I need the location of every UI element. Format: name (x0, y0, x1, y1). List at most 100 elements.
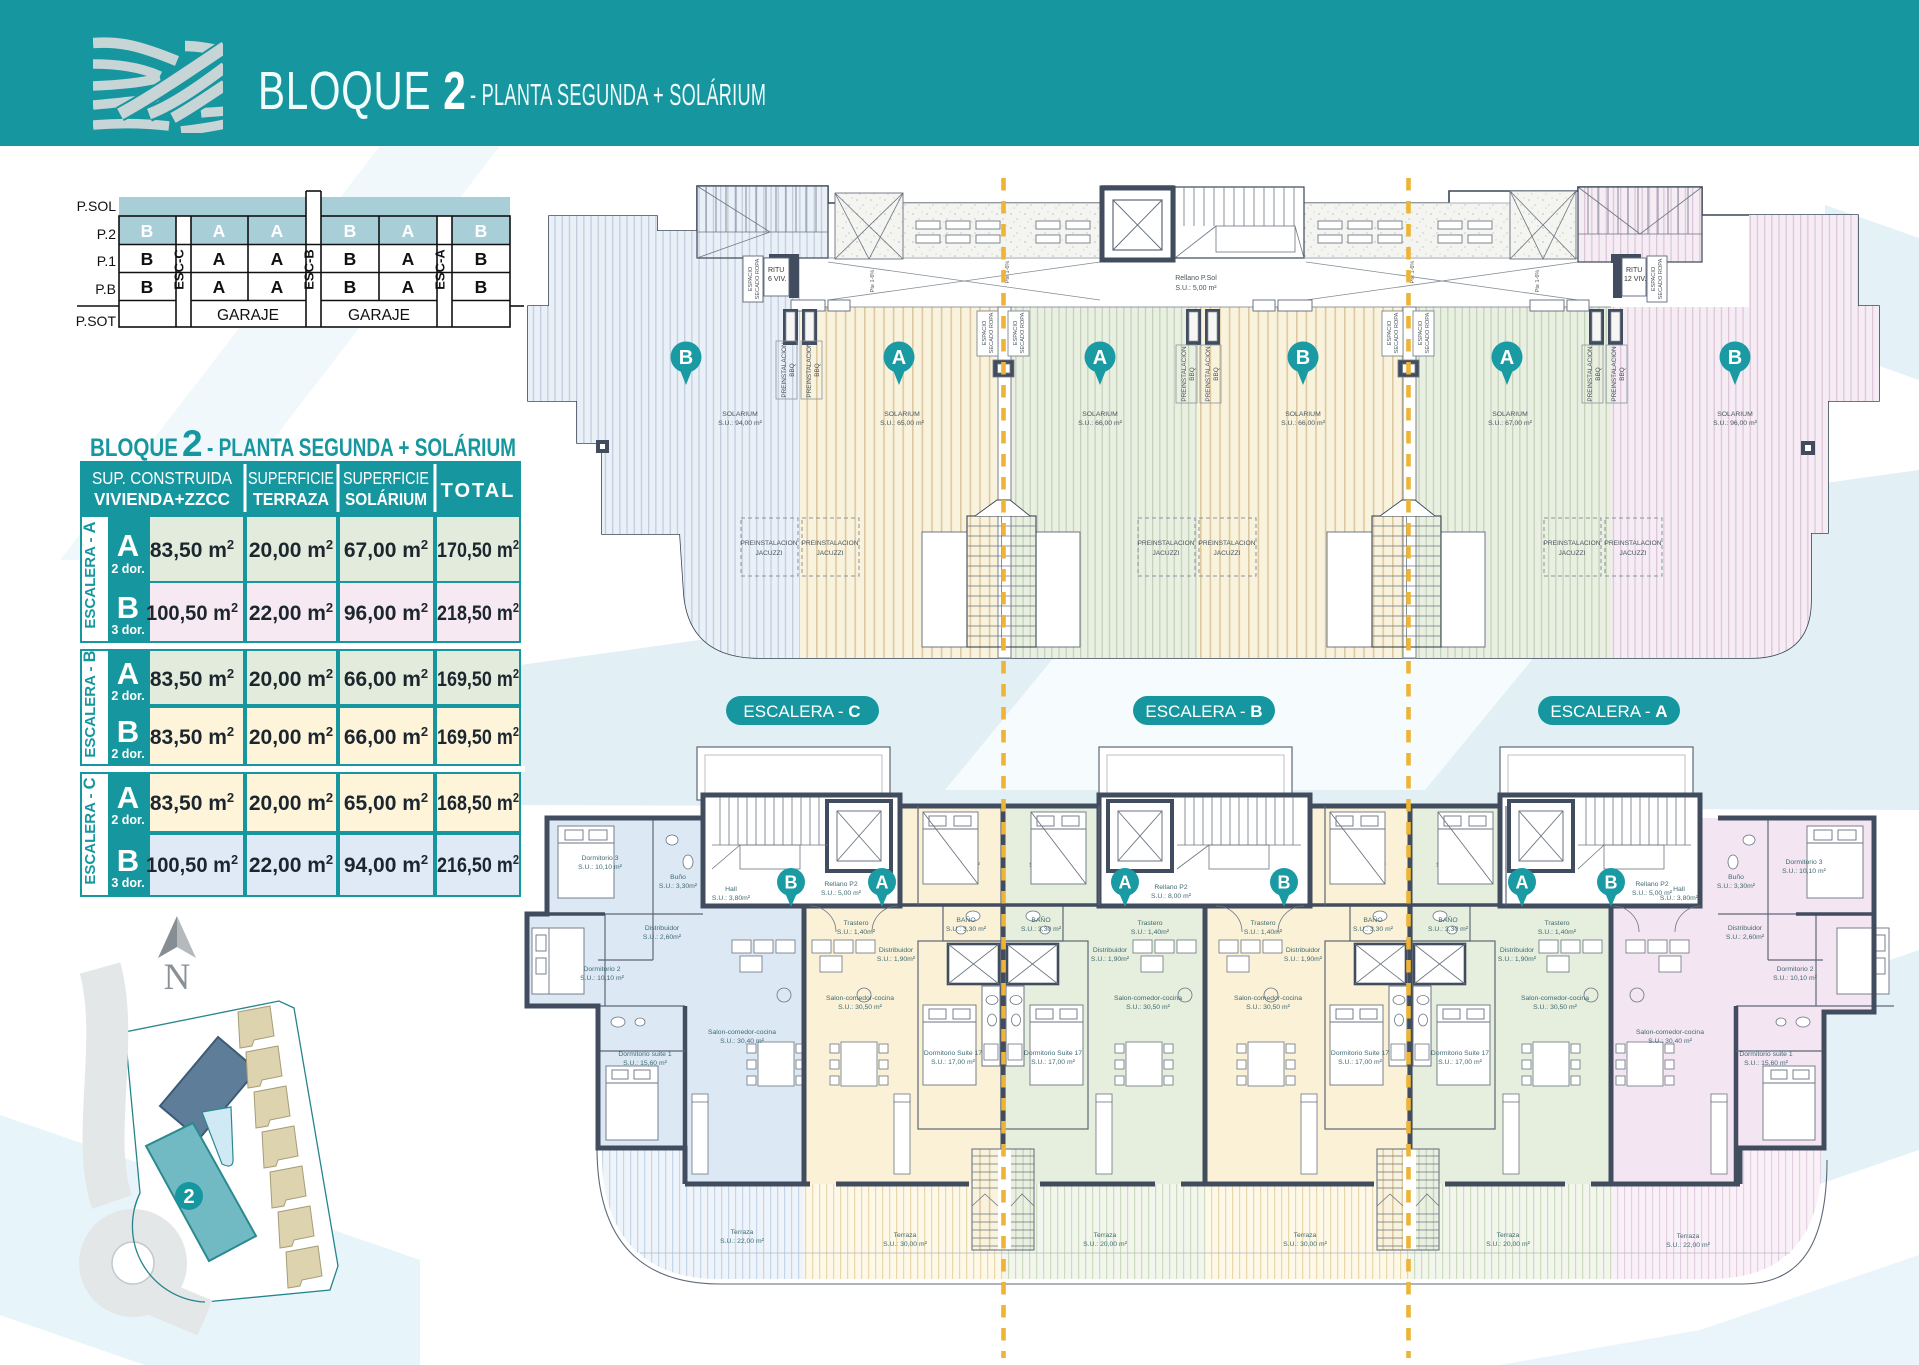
svg-text:2 dor.: 2 dor. (111, 813, 144, 827)
svg-text:Trastero: Trastero (1137, 920, 1162, 927)
svg-text:S.U.: 10,10 m²: S.U.: 10,10 m² (1782, 868, 1827, 875)
svg-text:A: A (117, 780, 139, 815)
svg-text:96,00 m2: 96,00 m2 (344, 600, 428, 625)
svg-text:PREINSTALACION: PREINSTALACION (1205, 346, 1212, 402)
svg-text:Buño: Buño (670, 874, 686, 881)
svg-text:S.U.: 1,40m²: S.U.: 1,40m² (1538, 929, 1577, 936)
svg-text:A: A (892, 347, 906, 369)
svg-text:Terraza: Terraza (1497, 1232, 1520, 1239)
svg-text:Terraza: Terraza (731, 1229, 754, 1236)
svg-text:66,00 m2: 66,00 m2 (344, 724, 428, 749)
svg-text:S.U.: 5,00 m²: S.U.: 5,00 m² (1632, 890, 1673, 897)
svg-text:ESPACIO: ESPACIO (1013, 320, 1019, 345)
svg-text:RITU: RITU (768, 267, 784, 274)
svg-text:ESCALERA - C: ESCALERA - C (743, 702, 860, 721)
svg-text:B: B (475, 221, 488, 241)
svg-text:SOLARIUM: SOLARIUM (1082, 411, 1118, 418)
svg-text:S.U.: 3,30 m²: S.U.: 3,30 m² (1353, 926, 1394, 933)
svg-text:S.U.: 15,60 m²: S.U.: 15,60 m² (1744, 1060, 1789, 1067)
svg-text:Buño: Buño (1728, 874, 1744, 881)
svg-text:JACUZZI: JACUZZI (1558, 550, 1585, 557)
svg-text:N: N (164, 957, 191, 998)
svg-text:20,00 m2: 20,00 m2 (249, 724, 333, 749)
svg-text:BBQ: BBQ (814, 363, 821, 377)
svg-text:TERRAZA: TERRAZA (253, 489, 329, 509)
svg-text:PREINSTALACION: PREINSTALACION (1137, 540, 1194, 547)
svg-text:Salon-comedor-cocina: Salon-comedor-cocina (1234, 995, 1302, 1002)
svg-text:Distribuidor: Distribuidor (645, 925, 680, 932)
svg-text:Pte 1-6%: Pte 1-6% (1410, 261, 1416, 284)
svg-text:A: A (402, 249, 415, 269)
svg-text:Distribuidor: Distribuidor (1728, 925, 1763, 932)
svg-text:SECADO ROPA: SECADO ROPA (1394, 312, 1400, 353)
svg-text:6 VIV.: 6 VIV. (768, 276, 786, 283)
svg-text:A: A (1516, 873, 1529, 893)
svg-text:A: A (1500, 347, 1514, 369)
svg-text:B: B (475, 249, 488, 269)
svg-text:S.U.: 1,40m²: S.U.: 1,40m² (1244, 929, 1283, 936)
svg-text:S.U.: 30,00 m²: S.U.: 30,00 m² (883, 1241, 928, 1248)
svg-text:PREINSTALACION: PREINSTALACION (781, 342, 788, 398)
svg-text:S.U.: 1,90m²: S.U.: 1,90m² (1091, 956, 1130, 963)
svg-text:Rellano P.Sol: Rellano P.Sol (1175, 275, 1217, 282)
svg-text:VIVIENDA+ZZCC: VIVIENDA+ZZCC (94, 489, 230, 509)
svg-text:2 dor.: 2 dor. (111, 747, 144, 761)
svg-text:20,00 m2: 20,00 m2 (249, 537, 333, 562)
svg-text:S.U.: 30,40 m²: S.U.: 30,40 m² (720, 1038, 765, 1045)
svg-text:S.U.: 22,00 m²: S.U.: 22,00 m² (720, 1238, 765, 1245)
svg-text:94,00 m2: 94,00 m2 (344, 852, 428, 877)
svg-text:GARAJE: GARAJE (217, 307, 279, 324)
svg-text:Dormitorio 3: Dormitorio 3 (1785, 859, 1822, 866)
svg-text:- PLANTA SEGUNDA + SOLÁRIUM: - PLANTA SEGUNDA + SOLÁRIUM (207, 433, 516, 462)
svg-text:Pte 1-6%: Pte 1-6% (1005, 261, 1011, 284)
svg-text:S.U.: 30,00 m²: S.U.: 30,00 m² (1283, 1241, 1328, 1248)
svg-text:A: A (117, 656, 139, 691)
svg-text:Dormitorio 2: Dormitorio 2 (583, 966, 620, 973)
svg-text:BBQ: BBQ (1189, 367, 1196, 381)
svg-text:S.U.: 8,00 m²: S.U.: 8,00 m² (1151, 893, 1192, 900)
svg-text:Rellano P2: Rellano P2 (1154, 884, 1187, 891)
svg-text:S.U.: 1,40m²: S.U.: 1,40m² (1131, 929, 1170, 936)
svg-text:Dormitorio 3: Dormitorio 3 (581, 855, 618, 862)
svg-text:Pte 1-6%: Pte 1-6% (1535, 270, 1541, 293)
svg-text:ESCALERA - A: ESCALERA - A (1550, 702, 1667, 721)
svg-text:S.U.: 2,60m²: S.U.: 2,60m² (1726, 934, 1765, 941)
svg-text:Dormitorio Suite 17: Dormitorio Suite 17 (1331, 1050, 1389, 1057)
svg-text:SUPERFICIE: SUPERFICIE (248, 468, 334, 488)
svg-text:S.U.: 3,30 m²: S.U.: 3,30 m² (946, 926, 987, 933)
svg-text:170,50 m2: 170,50 m2 (437, 537, 519, 562)
svg-text:Dormitorio Suite 17: Dormitorio Suite 17 (1431, 1050, 1489, 1057)
svg-text:RITU: RITU (1626, 267, 1642, 274)
svg-text:A: A (117, 528, 139, 563)
svg-text:S.U.: 1,90m²: S.U.: 1,90m² (1498, 956, 1537, 963)
svg-text:P.SOT: P.SOT (76, 313, 117, 329)
svg-text:B: B (117, 590, 139, 625)
svg-text:Distribuidor: Distribuidor (879, 947, 914, 954)
svg-text:22,00 m2: 22,00 m2 (249, 852, 333, 877)
svg-text:ESCALERA - A: ESCALERA - A (81, 521, 99, 628)
svg-text:Pte 1-6%: Pte 1-6% (870, 270, 876, 293)
svg-text:S.U.: 30,50 m²: S.U.: 30,50 m² (838, 1004, 883, 1011)
svg-text:A: A (1119, 873, 1132, 893)
svg-text:Hall: Hall (1673, 886, 1685, 893)
svg-text:B: B (679, 347, 693, 369)
svg-text:PREINSTALACION: PREINSTALACION (740, 540, 797, 547)
svg-text:B: B (344, 277, 357, 297)
svg-text:A: A (213, 249, 226, 269)
svg-text:A: A (402, 277, 415, 297)
svg-text:Dormitorio 2: Dormitorio 2 (1776, 966, 1813, 973)
svg-text:ESCALERA - B: ESCALERA - B (81, 650, 99, 757)
svg-text:Distribuidor: Distribuidor (1500, 947, 1535, 954)
svg-text:S.U.: 66,00 m²: S.U.: 66,00 m² (1281, 420, 1326, 427)
svg-text:216,50 m2: 216,50 m2 (437, 852, 519, 877)
svg-text:169,50 m2: 169,50 m2 (437, 666, 519, 691)
svg-text:BBQ: BBQ (1619, 367, 1626, 381)
svg-text:ESPACIO: ESPACIO (982, 320, 988, 345)
svg-text:83,50 m2: 83,50 m2 (150, 537, 234, 562)
svg-text:218,50 m2: 218,50 m2 (437, 600, 519, 625)
svg-text:83,50 m2: 83,50 m2 (150, 790, 234, 815)
svg-text:BAÑO: BAÑO (956, 915, 975, 924)
svg-text:SOLARIUM: SOLARIUM (1717, 411, 1753, 418)
svg-text:S.U.: 3,30m²: S.U.: 3,30m² (1717, 883, 1756, 890)
svg-text:S.U.: 3,80m²: S.U.: 3,80m² (1660, 895, 1699, 902)
